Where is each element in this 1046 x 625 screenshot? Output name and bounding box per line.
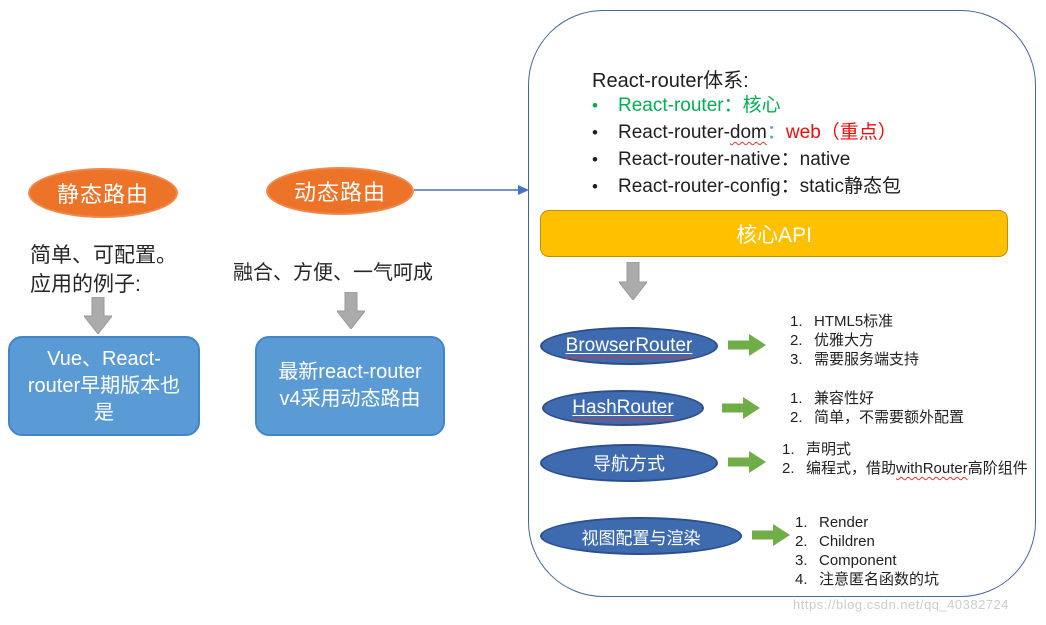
router-feature-list: 1. 兼容性好 2. 简单，不需要额外配置 — [790, 389, 964, 427]
list-item: 3. 需要服务端支持 — [790, 350, 919, 369]
router-ellipse-label-text: HashRouter — [572, 397, 674, 418]
bullet-dot-icon: • — [592, 96, 598, 115]
list-item-number: 3. — [790, 351, 803, 368]
bullet-text-segment: web（重点） — [785, 122, 897, 143]
watermark: https://blog.csdn.net/qq_40382724 — [793, 597, 1009, 612]
bullet-item: • React-router-native：native — [592, 146, 901, 173]
list-item-number: 2. — [790, 332, 803, 349]
static-route-desc-line1: 简单、可配置。 — [30, 244, 177, 267]
bullet-text-segment: dom — [729, 122, 767, 143]
router-ellipse: 视图配置与渲染 — [540, 517, 742, 555]
dynamic-route-ellipse: 动态路由 — [266, 167, 414, 215]
bullet-text-segment: React-router-native：native — [618, 149, 851, 170]
bullet-dot-icon: • — [592, 177, 598, 196]
router-ellipse-label: 视图配置与渲染 — [581, 528, 701, 548]
list-item-text: 高阶组件 — [967, 460, 1028, 477]
list-item: 2. Children — [795, 532, 939, 551]
list-item-text: Render — [819, 514, 869, 531]
list-item-number: 1. — [790, 313, 803, 330]
list-item-text: HTML5标准 — [814, 313, 894, 330]
list-item-text: 注意匿名函数的坑 — [819, 571, 940, 588]
bullet-dot-icon: • — [592, 150, 598, 169]
bullet-dot-icon: • — [592, 123, 598, 142]
list-item-number: 3. — [795, 552, 808, 569]
list-item-number: 1. — [790, 390, 803, 407]
list-item: 1. HTML5标准 — [790, 312, 919, 331]
list-item-text: withRouter — [896, 460, 968, 477]
router-ellipse-label: 导航方式 — [593, 454, 665, 474]
router-ellipse-label: HashRouter — [572, 397, 673, 419]
bullet-item: • React-router-config：static静态包 — [592, 173, 901, 200]
list-item: 1. 声明式 — [782, 440, 1028, 459]
down-arrow-icon — [337, 292, 365, 329]
list-item: 1. 兼容性好 — [790, 389, 964, 408]
list-item-text: 编程式，借助 — [806, 460, 897, 477]
dynamic-route-box: 最新react-router v4采用动态路由 — [255, 336, 445, 436]
panel-title: React-router体系: — [592, 70, 749, 92]
right-arrow-icon — [722, 397, 760, 419]
list-item-text: 优雅大方 — [814, 332, 875, 349]
router-ellipse-label-text: BrowserRouter — [565, 335, 693, 356]
static-route-desc-line2: 应用的例子: — [30, 273, 141, 296]
list-item: 2. 优雅大方 — [790, 331, 919, 350]
router-feature-list: 1. HTML5标准 2. 优雅大方 3. 需要服务端支持 — [790, 312, 919, 369]
router-ellipse: 导航方式 — [540, 444, 718, 482]
list-item-text: 简单，不需要额外配置 — [814, 409, 965, 426]
router-ellipse-label: BrowserRouter — [566, 335, 693, 357]
bullet-text-segment: ： — [766, 122, 786, 143]
router-feature-list: 1. 声明式 2. 编程式，借助withRouter高阶组件 — [782, 440, 1028, 478]
core-api-box: 核心API — [540, 210, 1008, 257]
router-feature-list: 1. Render 2. Children 3. Component 4. 注意匿名函数的坑 — [795, 513, 939, 589]
right-arrow-icon — [728, 451, 766, 473]
router-ellipse: BrowserRouter — [540, 327, 718, 365]
bullet-item: • React-router-dom：web（重点） — [592, 119, 901, 146]
static-route-box: Vue、React-router早期版本也是 — [8, 336, 200, 436]
list-item-number: 2. — [782, 460, 795, 477]
list-item: 4. 注意匿名函数的坑 — [795, 570, 939, 589]
bullet-text-segment: React-router- — [618, 122, 730, 143]
static-route-ellipse: 静态路由 — [28, 168, 178, 218]
list-item-number: 1. — [795, 514, 808, 531]
list-item-text: 需要服务端支持 — [814, 351, 920, 368]
list-item: 3. Component — [795, 551, 939, 570]
right-arrow-icon — [728, 334, 766, 356]
list-item-text: 兼容性好 — [814, 390, 875, 407]
list-item: 2. 编程式，借助withRouter高阶组件 — [782, 459, 1028, 478]
router-ellipse: HashRouter — [542, 390, 704, 426]
list-item: 2. 简单，不需要额外配置 — [790, 408, 964, 427]
down-arrow-icon — [619, 262, 647, 300]
right-arrow-icon — [752, 524, 790, 546]
list-item: 1. Render — [795, 513, 939, 532]
bullet-item: • React-router：核心 — [592, 92, 901, 119]
static-route-desc: 简单、可配置。 应用的例子: — [30, 241, 240, 299]
react-router-panel — [528, 10, 1036, 597]
list-item-text: Children — [819, 533, 875, 550]
connector-arrow-icon — [414, 185, 529, 195]
list-item-text: 声明式 — [806, 441, 852, 458]
bullet-text-segment: React-router-config：static静态包 — [618, 176, 901, 197]
list-item-number: 2. — [790, 409, 803, 426]
list-item-number: 1. — [782, 441, 795, 458]
list-item-number: 2. — [795, 533, 808, 550]
list-item-number: 4. — [795, 571, 808, 588]
down-arrow-icon — [84, 297, 112, 334]
bullet-text-segment: React-router：核心 — [618, 95, 781, 116]
dynamic-route-desc: 融合、方便、一气呵成 — [233, 262, 433, 284]
list-item-text: Component — [819, 552, 897, 569]
react-router-bullet-list: • React-router：核心 • React-router-dom：web（重点… — [592, 92, 901, 200]
